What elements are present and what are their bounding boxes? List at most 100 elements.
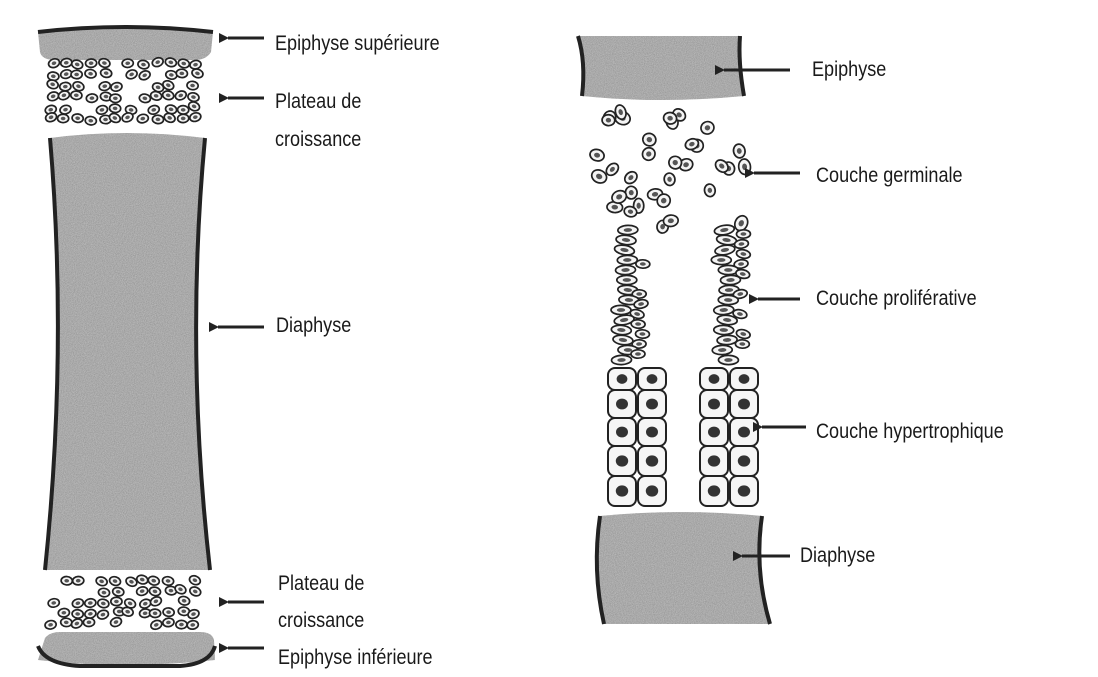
chondrocyte-cell xyxy=(188,585,202,597)
chondrocyte-cell xyxy=(100,68,113,78)
chondrocyte-cell xyxy=(636,260,650,269)
label-plateau-top-line1: Plateau de xyxy=(275,90,361,114)
chondrocyte-cell xyxy=(631,350,645,359)
chondrocyte-cell xyxy=(177,114,189,123)
label-couche-proliferative: Couche proliférative xyxy=(816,287,977,311)
chondrocyte-cell xyxy=(187,620,199,630)
chondrocyte-cell xyxy=(618,225,638,235)
chondrocyte-cell xyxy=(640,145,658,163)
chondrocyte-cell xyxy=(147,575,160,586)
chondrocyte-cell xyxy=(611,325,632,336)
chondrocyte-cell xyxy=(614,244,635,256)
chondrocyte-cell xyxy=(162,618,174,628)
chondrocyte-cell xyxy=(714,325,734,335)
hypertrophic-cell xyxy=(608,390,636,418)
chondrocyte-cell xyxy=(736,249,751,260)
chondrocyte-cell xyxy=(699,119,716,136)
hypertrophic-cell xyxy=(638,368,666,390)
chondrocyte-cell xyxy=(617,255,637,265)
hypertrophic-cell xyxy=(730,368,758,390)
chondrocyte-cell xyxy=(641,131,658,148)
chondrocyte-cell xyxy=(736,230,750,239)
chondrocyte-cell xyxy=(711,255,731,264)
chondrocyte-cell xyxy=(136,574,149,585)
chondrocyte-cell xyxy=(70,91,82,100)
label-couche-germinale: Couche germinale xyxy=(816,164,963,188)
hypertrophic-cell xyxy=(700,390,728,418)
chondrocyte-cell xyxy=(72,576,84,585)
chondrocyte-cell xyxy=(176,69,188,78)
hypertrophic-cell xyxy=(700,476,728,506)
hypertrophic-cell xyxy=(608,368,636,390)
chondrocyte-cell xyxy=(96,105,109,116)
chondrocyte-cell xyxy=(735,340,749,349)
hypertrophic-cell xyxy=(730,418,758,446)
chondrocyte-cell xyxy=(149,586,162,597)
chondrocyte-cell xyxy=(136,113,149,123)
left-bone xyxy=(38,27,215,666)
chondrocyte-cell xyxy=(72,80,85,92)
chondrocyte-cell xyxy=(137,59,150,70)
chondrocyte-cell xyxy=(48,598,60,608)
chondrocyte-cell xyxy=(617,275,637,284)
chondrocyte-cell xyxy=(98,81,111,91)
chondrocyte-cell xyxy=(611,355,631,365)
chondrocyte-cell xyxy=(60,58,72,68)
chondrocyte-cell xyxy=(57,90,70,101)
chondrocyte-cell xyxy=(110,82,123,93)
chondrocyte-cell xyxy=(150,619,163,631)
chondrocyte-cell xyxy=(61,576,73,585)
diaphyse-shape-right xyxy=(597,512,770,624)
chondrocyte-cell xyxy=(717,335,738,345)
chondrocyte-cell xyxy=(735,328,751,340)
epiphyse-superieure-shape xyxy=(38,27,213,60)
chondrocyte-cell xyxy=(83,618,94,627)
chondrocyte-cell xyxy=(111,597,122,605)
chondrocyte-cell xyxy=(663,172,676,186)
chondrocyte-cell xyxy=(109,104,121,113)
hypertrophic-cell xyxy=(700,446,728,476)
chondrocyte-cell xyxy=(84,598,96,608)
chondrocyte-cell xyxy=(712,345,732,355)
epiphyse-shape xyxy=(578,36,744,100)
chondrocyte-cell xyxy=(85,59,97,68)
chondrocyte-cell xyxy=(615,265,635,275)
hypertrophic-cell xyxy=(608,418,636,446)
chondrocyte-cell xyxy=(60,82,72,91)
chondrocyte-cell xyxy=(98,588,110,598)
chondrocyte-cell xyxy=(86,93,98,102)
label-diaphyse-right: Diaphyse xyxy=(800,544,875,568)
chondrocyte-cell xyxy=(149,595,162,607)
label-plateau-top-line2: croissance xyxy=(275,128,361,152)
label-diaphyse-left: Diaphyse xyxy=(276,314,351,338)
chondrocyte-cell xyxy=(108,575,121,586)
chondrocyte-cell xyxy=(70,617,84,629)
label-plateau-bottom-line1: Plateau de xyxy=(278,572,364,596)
chondrocyte-cell xyxy=(59,104,72,115)
hypertrophic-cell xyxy=(730,476,758,506)
chondrocyte-cell xyxy=(714,305,734,315)
plateau-cells-top xyxy=(44,56,204,125)
label-plateau-bottom-line2: croissance xyxy=(278,609,364,633)
chondrocyte-cell xyxy=(152,115,164,124)
chondrocyte-cell xyxy=(84,69,96,79)
chondrocyte-cell xyxy=(97,598,110,608)
chondrocyte-cell xyxy=(176,620,187,629)
chondrocyte-cell xyxy=(95,576,108,587)
chondrocyte-cell xyxy=(718,295,738,305)
chondrocyte-cell xyxy=(112,587,124,597)
chondrocyte-cell xyxy=(60,618,72,627)
plateau-cells-bottom xyxy=(44,574,202,631)
hypertrophic-cell xyxy=(730,446,758,476)
hypertrophic-cell xyxy=(638,390,666,418)
chondrocyte-cell xyxy=(122,59,134,68)
chondrocyte-cell xyxy=(72,113,84,123)
chondrocyte-cell xyxy=(149,609,161,618)
chondrocyte-cell xyxy=(162,90,175,101)
chondrocyte-cell xyxy=(58,608,70,618)
chondrocyte-cell xyxy=(165,70,177,80)
label-epiphyse: Epiphyse xyxy=(812,58,886,82)
chondrocyte-cell xyxy=(96,609,109,620)
chondrocyte-cell xyxy=(109,616,122,628)
hypertrophic-cell xyxy=(638,418,666,446)
